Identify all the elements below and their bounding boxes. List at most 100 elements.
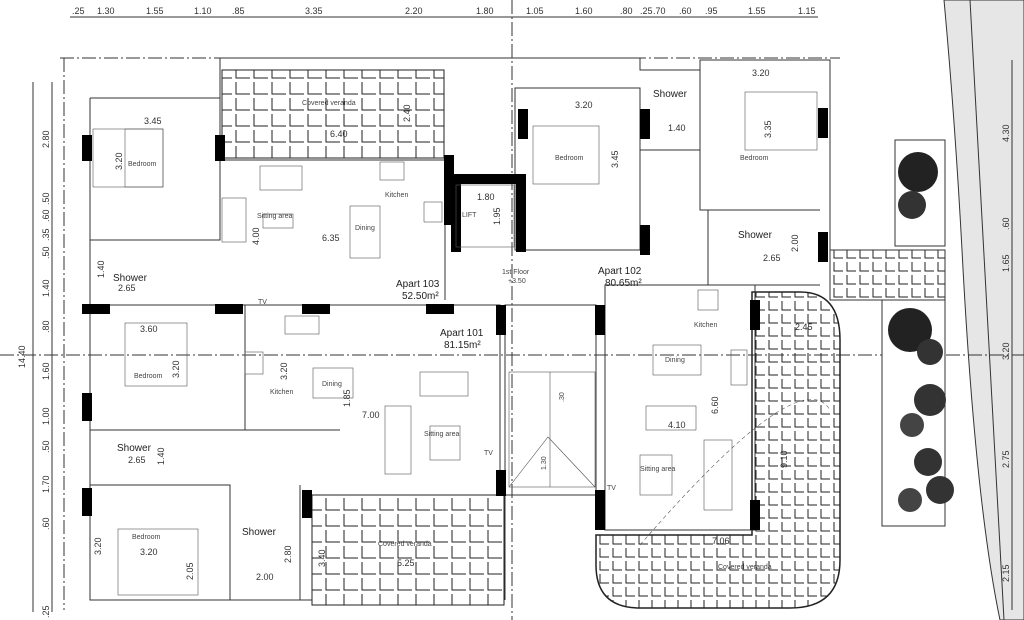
room-label: Covered veranda bbox=[718, 564, 772, 571]
top-dimension: .70 bbox=[653, 6, 666, 16]
top-dimension: 1.05 bbox=[526, 6, 544, 16]
room-label: Bedroom bbox=[132, 534, 161, 541]
left-dimension: .80 bbox=[41, 320, 51, 333]
dim-label: 3.20 bbox=[114, 152, 124, 170]
top-dimension: 2.20 bbox=[405, 6, 423, 16]
left-dimension: .50 bbox=[41, 440, 51, 453]
dim-label: .30 bbox=[559, 392, 566, 402]
room-label: Sitting area bbox=[424, 431, 460, 438]
room-label: Bedroom bbox=[128, 161, 157, 168]
top-dimension: 3.35 bbox=[305, 6, 323, 16]
top-dimension: 1.10 bbox=[194, 6, 212, 16]
apartment-title: Apart 103 bbox=[396, 279, 440, 290]
left-dimension: 1.40 bbox=[41, 279, 51, 297]
right-dimension: 4.30 bbox=[1001, 124, 1011, 142]
dim-label: 4.10 bbox=[668, 420, 686, 430]
dim-label: 5.25 bbox=[397, 558, 415, 568]
dim-label: 3.40 bbox=[317, 549, 327, 567]
dim-label: 3.20 bbox=[279, 362, 289, 380]
apartment-area: 52.50m² bbox=[402, 291, 439, 302]
right-dimension: 1.65 bbox=[1001, 254, 1011, 272]
top-dimension: 1.60 bbox=[575, 6, 593, 16]
veranda-bottom-right bbox=[595, 291, 841, 609]
top-dimension: .95 bbox=[705, 6, 718, 16]
room-label: Sitting area bbox=[640, 466, 676, 473]
lift-label: LIFT bbox=[462, 212, 477, 219]
dim-label: 2.40 bbox=[402, 104, 412, 122]
right-dimension: 3.20 bbox=[1001, 342, 1011, 360]
left-dimension: .60 bbox=[41, 517, 51, 530]
top-dimension: .25 bbox=[640, 6, 653, 16]
room-label: Shower bbox=[653, 89, 688, 100]
wall-columns bbox=[82, 108, 828, 530]
apartment-102: 3.20 Bedroom 3.45 Shower 1.40 3.20 3.35 … bbox=[555, 68, 813, 571]
dim-label: 1.95 bbox=[492, 207, 502, 225]
dim-label: 2.65 bbox=[128, 455, 146, 465]
dim-label: 2.45 bbox=[795, 322, 813, 332]
dim-label: 9.10 bbox=[779, 450, 789, 468]
dim-label: 3.45 bbox=[144, 116, 162, 126]
dim-label: 2.00 bbox=[790, 234, 800, 252]
tv-label: TV bbox=[258, 299, 267, 306]
dim-label: 3.20 bbox=[752, 68, 770, 78]
dim-label: 6.35 bbox=[322, 233, 340, 243]
dim-label: 3.20 bbox=[171, 360, 181, 378]
room-label: Dining bbox=[355, 225, 375, 232]
left-dimension: 1.60 bbox=[41, 362, 51, 380]
veranda-top bbox=[221, 69, 445, 159]
left-dimension: 1.00 bbox=[41, 407, 51, 425]
dim-label: 3.45 bbox=[610, 150, 620, 168]
left-dimension: .50 bbox=[41, 192, 51, 205]
top-dimension: 1.15 bbox=[798, 6, 816, 16]
dim-label: 3.60 bbox=[140, 324, 158, 334]
room-label: Kitchen bbox=[694, 322, 717, 329]
apartment-101: Apart 101 81.15m² 3.60 Bedroom 3.20 Kitc… bbox=[93, 324, 493, 582]
room-label: Covered veranda bbox=[378, 541, 432, 548]
dim-label: 6.60 bbox=[710, 396, 720, 414]
room-label: Kitchen bbox=[270, 389, 293, 396]
dim-label: 7.06 bbox=[712, 536, 730, 546]
dim-label: 4.00 bbox=[251, 227, 261, 245]
right-dimension: 2.75 bbox=[1001, 450, 1011, 468]
dim-label: 3.20 bbox=[140, 547, 158, 557]
room-label: Bedroom bbox=[134, 373, 163, 380]
top-dimension: .25 bbox=[72, 6, 85, 16]
dim-label: 7.00 bbox=[362, 410, 380, 420]
left-dimension: .25 bbox=[41, 605, 51, 618]
room-label: Dining bbox=[665, 357, 685, 364]
top-dimension: .85 bbox=[232, 6, 245, 16]
dim-label: 2.65 bbox=[763, 253, 781, 263]
apartment-103: Bedroom 3.45 3.20 Covered veranda 6.40 2… bbox=[96, 100, 440, 306]
dim-label: 2.80 bbox=[283, 545, 293, 563]
top-dimension: 1.55 bbox=[146, 6, 164, 16]
room-label: Shower bbox=[113, 273, 148, 284]
tv-label: TV bbox=[484, 450, 493, 457]
left-dimension: 2.80 bbox=[41, 130, 51, 148]
left-dimension: .60 bbox=[41, 209, 51, 222]
room-label: Sitting area bbox=[257, 213, 293, 220]
dim-label: 3.20 bbox=[575, 100, 593, 110]
room-label: Shower bbox=[242, 527, 277, 538]
dim-label: 2.00 bbox=[256, 572, 274, 582]
dim-label: 1.40 bbox=[96, 260, 106, 278]
right-dimension: 2.15 bbox=[1001, 564, 1011, 582]
apartment-title: Apart 102 bbox=[598, 266, 642, 277]
room-label: Bedroom bbox=[740, 155, 769, 162]
floor-label: 1st Floor bbox=[502, 269, 530, 276]
core: LIFT 1.80 1.95 1st Floor +3.50 1.30 .30 bbox=[462, 192, 566, 470]
apartment-area: 81.15m² bbox=[444, 340, 481, 351]
veranda-bottom-left bbox=[311, 494, 505, 606]
dim-label: 1.40 bbox=[156, 447, 166, 465]
dim-label: 6.40 bbox=[330, 129, 348, 139]
furniture bbox=[92, 91, 818, 596]
room-label: Shower bbox=[117, 443, 152, 454]
road-area bbox=[943, 0, 1024, 620]
room-label: Shower bbox=[738, 230, 773, 241]
left-dimension: .50 bbox=[41, 246, 51, 259]
top-dimension: .80 bbox=[620, 6, 633, 16]
dim-label: 2.65 bbox=[118, 283, 136, 293]
dim-label: 1.85 bbox=[342, 389, 352, 407]
left-dimension: .35 bbox=[41, 228, 51, 241]
right-dimension: .60 bbox=[1001, 217, 1011, 230]
